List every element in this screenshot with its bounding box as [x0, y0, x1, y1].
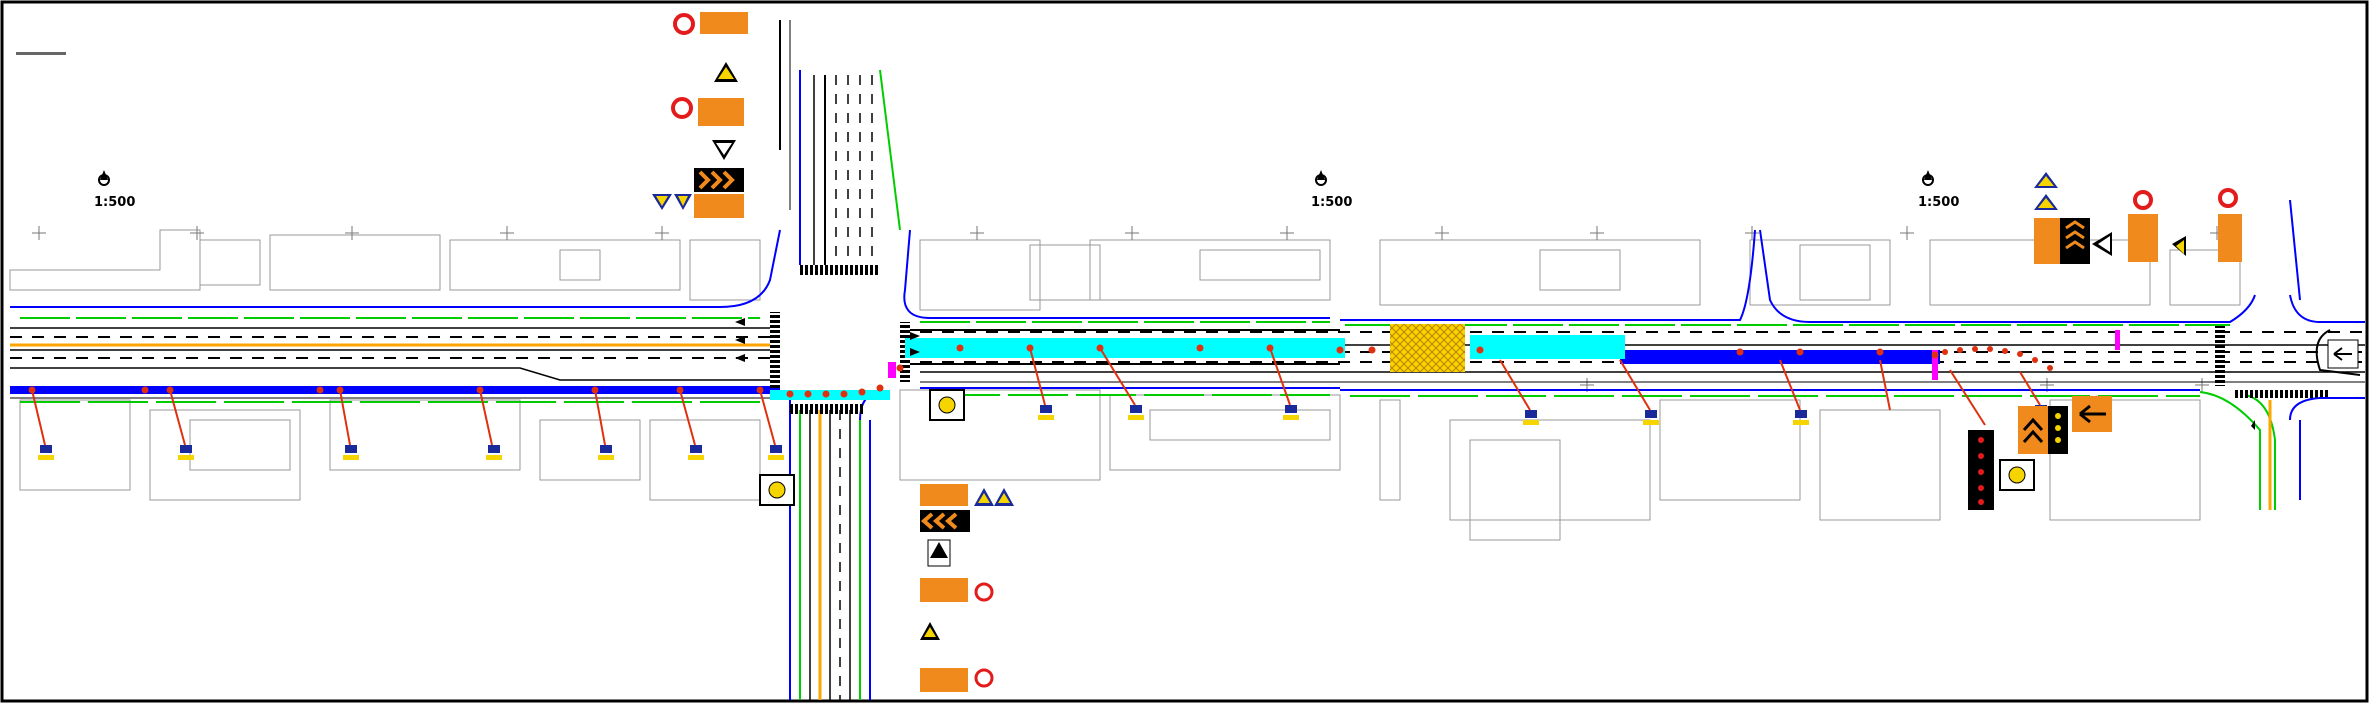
- speed-limit-sign-icon: [974, 582, 994, 602]
- guard-post-icon: [1283, 405, 1299, 420]
- warning-board: [2128, 214, 2158, 262]
- north-arrow-icon: [1315, 170, 1327, 186]
- sign-group-south: [759, 389, 1014, 692]
- warning-triangle-icon: [674, 194, 692, 210]
- guard-post-icon: [598, 445, 614, 460]
- warning-triangle-icon: [920, 622, 940, 640]
- warning-board: [920, 668, 968, 692]
- guard-post-icon: [486, 445, 502, 460]
- warning-board: [698, 98, 744, 126]
- warning-triangle-icon: [714, 62, 738, 82]
- chevron-board-icon: [2072, 396, 2112, 432]
- chevron-board-icon: [2048, 406, 2068, 454]
- speed-limit-sign-icon: [671, 97, 693, 119]
- crosswalk-south: [790, 404, 865, 414]
- speed-limit-sign-icon: [673, 13, 695, 35]
- warning-triangle-icon: [712, 140, 736, 160]
- lane-arrows: [735, 318, 2255, 430]
- guard-post-icon: [343, 445, 359, 460]
- warning-triangle-icon: [2034, 172, 2058, 188]
- guard-post-icon: [1643, 410, 1659, 425]
- warning-board: [920, 484, 968, 506]
- chevron-board-icon: [694, 168, 744, 192]
- north-arrow-icon: [1922, 170, 1934, 186]
- warning-triangle-icon: [652, 194, 672, 210]
- scale-label: 1:500: [1311, 195, 1352, 210]
- speed-limit-sign-icon: [2133, 190, 2153, 210]
- building-outlines: [9, 229, 2241, 541]
- warning-triangle-icon: [927, 539, 951, 567]
- chevron-board-icon: [920, 510, 970, 532]
- sign-group-east: [1968, 172, 2242, 510]
- flashing-beacon-icon: [929, 389, 965, 421]
- guard-post-icon: [688, 445, 704, 460]
- guard-post-icon: [178, 445, 194, 460]
- warning-board: [2218, 214, 2242, 262]
- warning-triangle-icon: [2172, 236, 2186, 256]
- scale-marker-2: 1:500: [1311, 170, 1352, 210]
- north-arrow-icon: [98, 170, 110, 186]
- chevron-board-icon: [1968, 430, 1994, 510]
- grid-crosses: [32, 226, 2224, 392]
- barrier-intersection: [888, 362, 896, 378]
- work-zone-cyan-east: [1470, 335, 1625, 359]
- warning-triangle-icon: [974, 488, 994, 506]
- guard-post-icon: [1523, 410, 1539, 425]
- far-east-arrow-board: [2327, 339, 2359, 369]
- warning-triangle-icon: [2034, 194, 2058, 210]
- sign-group-north: [652, 12, 748, 218]
- work-zone-cyan-intersection: [770, 390, 890, 400]
- cross-road: [770, 20, 2365, 700]
- guard-post-icon: [1793, 410, 1809, 425]
- legend-scalebar: [16, 52, 66, 55]
- speed-limit-sign-icon: [974, 668, 994, 688]
- scale-label: 1:500: [1918, 195, 1959, 210]
- speed-limit-sign-icon: [2218, 188, 2238, 208]
- chevron-board-icon: [2060, 218, 2090, 264]
- warning-triangle-icon: [994, 488, 1014, 506]
- cone-line: [28, 344, 2053, 398]
- guard-posts: [38, 405, 2049, 460]
- barrier-east-end: [1932, 350, 1938, 380]
- flashing-beacon-icon: [759, 474, 795, 506]
- scale-marker-1: 1:500: [94, 170, 135, 210]
- crosswalk-west: [770, 312, 780, 397]
- guard-post-icon: [38, 445, 54, 460]
- guard-post-icon: [768, 445, 784, 460]
- warning-triangle-icon: [2092, 232, 2112, 256]
- work-zone-cyan-west: [905, 338, 1345, 358]
- scale-label: 1:500: [94, 195, 135, 210]
- warning-board: [920, 578, 968, 602]
- work-zones: [770, 324, 2120, 400]
- crosswalk-north: [800, 265, 880, 275]
- guard-post-icon: [1038, 405, 1054, 420]
- crosswalk-far-east: [2215, 326, 2225, 386]
- barrier-far-east: [2115, 330, 2120, 350]
- warning-board: [700, 12, 748, 34]
- guard-post-icon: [1128, 405, 1144, 420]
- scale-marker-3: 1:500: [1918, 170, 1959, 210]
- crosswalk-far-east-south: [2235, 390, 2330, 398]
- leader-lines: [31, 347, 2041, 446]
- work-zone-mesh: [1390, 324, 1465, 372]
- chevron-board-icon: [2018, 406, 2048, 454]
- warning-board: [694, 194, 744, 218]
- flashing-beacon-icon: [1999, 459, 2035, 491]
